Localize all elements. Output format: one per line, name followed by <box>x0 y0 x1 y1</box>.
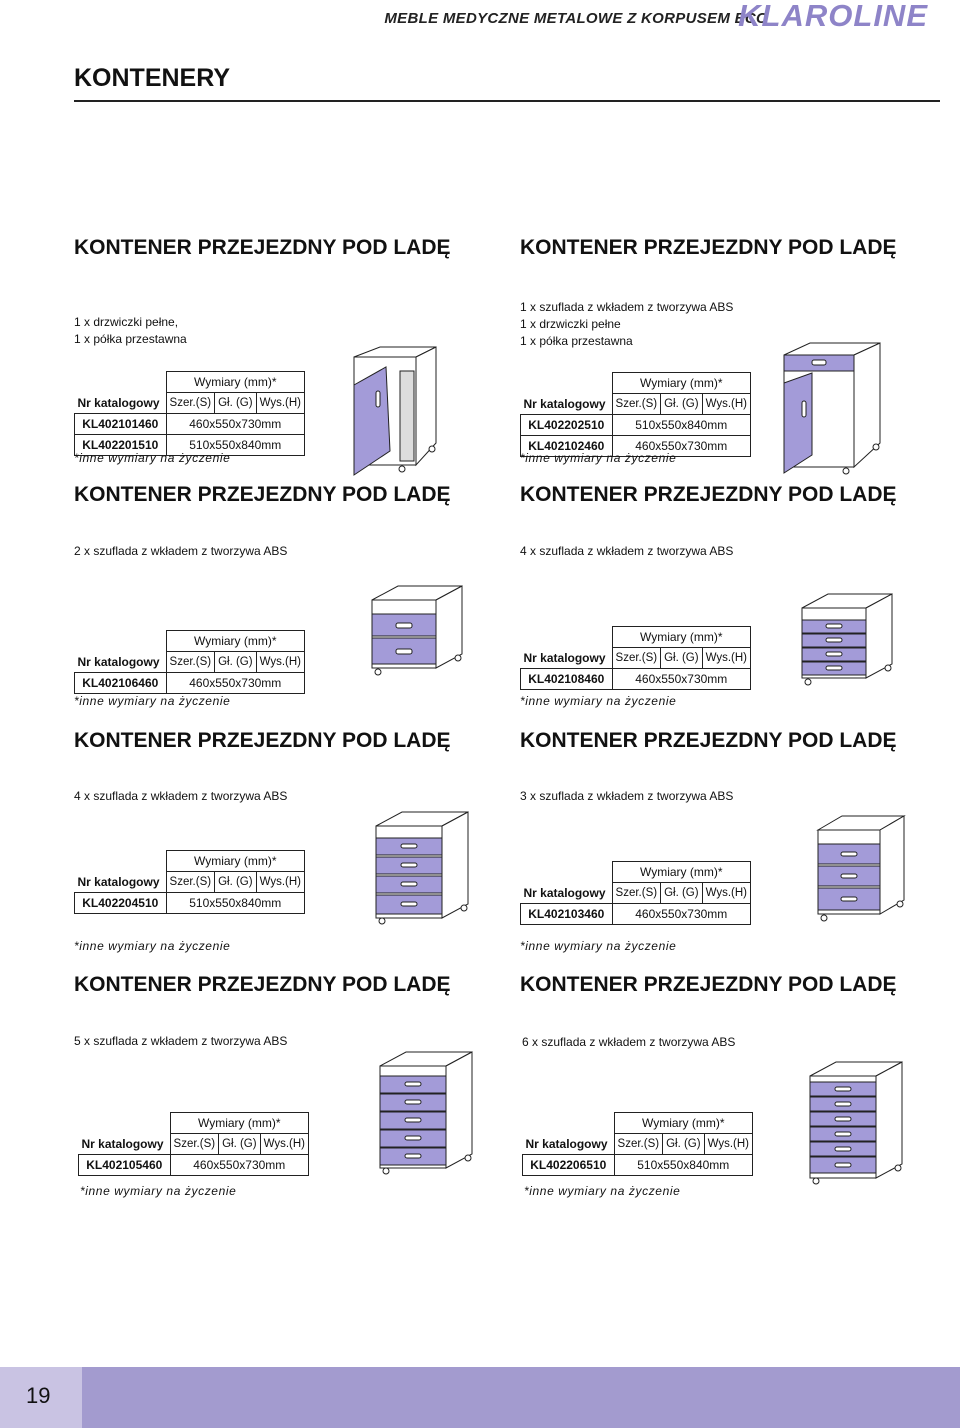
custom-size-note: *inne wymiary na życzenie <box>74 451 231 465</box>
cabinet-5-drawers-image <box>379 1051 473 1175</box>
cabinet-door-image <box>353 346 437 476</box>
custom-size-note: *inne wymiary na życzenie <box>80 1184 237 1198</box>
product-title: KONTENER PRZEJEZDNY POD LADĘ <box>74 236 451 259</box>
custom-size-note: *inne wymiary na życzenie <box>74 939 231 953</box>
cabinet-4-drawers-image <box>801 593 893 686</box>
catalog-subtitle: MEBLE MEDYCZNE METALOWE Z KORPUSEM ECO <box>384 10 768 27</box>
cabinet-2-drawers-image <box>371 585 463 676</box>
product-title: KONTENER PRZEJEZDNY POD LADĘ <box>520 236 897 259</box>
product-description: 2 x szuflada z wkładem z tworzywa ABS <box>74 544 288 558</box>
cabinet-drawer-door-image <box>783 342 881 475</box>
product-title: KONTENER PRZEJEZDNY POD LADĘ <box>74 973 451 996</box>
custom-size-note: *inne wymiary na życzenie <box>520 939 677 953</box>
page-title: KONTENERY <box>74 64 231 92</box>
product-title: KONTENER PRZEJEZDNY POD LADĘ <box>520 729 897 752</box>
product-description: 4 x szuflada z wkładem z tworzywa ABS <box>74 789 288 803</box>
product-title: KONTENER PRZEJEZDNY POD LADĘ <box>74 729 451 752</box>
footer-bar <box>0 1367 960 1428</box>
custom-size-note: *inne wymiary na życzenie <box>520 694 677 708</box>
product-title: KONTENER PRZEJEZDNY POD LADĘ <box>74 483 451 506</box>
product-description: 3 x szuflada z wkładem z tworzywa ABS <box>520 789 734 803</box>
product-description: 6 x szuflada z wkładem z tworzywa ABS <box>522 1035 736 1049</box>
custom-size-note: *inne wymiary na życzenie <box>520 451 677 465</box>
product-description: 4 x szuflada z wkładem z tworzywa ABS <box>520 544 734 558</box>
page-number: 19 <box>26 1383 51 1408</box>
product-description: 5 x szuflada z wkładem z tworzywa ABS <box>74 1034 288 1048</box>
brand-logo: KLAROLINE <box>738 0 928 33</box>
cabinet-3-drawers-image <box>816 815 906 922</box>
custom-size-note: *inne wymiary na życzenie <box>524 1184 681 1198</box>
product-title: KONTENER PRZEJEZDNY POD LADĘ <box>520 973 897 996</box>
title-divider <box>74 100 940 102</box>
product-title: KONTENER PRZEJEZDNY POD LADĘ <box>520 483 897 506</box>
cabinet-4-drawers-image <box>375 811 469 925</box>
page-number-box <box>0 1367 82 1428</box>
custom-size-note: *inne wymiary na życzenie <box>74 694 231 708</box>
product-description: 1 x drzwiczki pełne,1 x półka przestawna <box>74 315 187 346</box>
cabinet-6-drawers-image <box>809 1061 903 1185</box>
